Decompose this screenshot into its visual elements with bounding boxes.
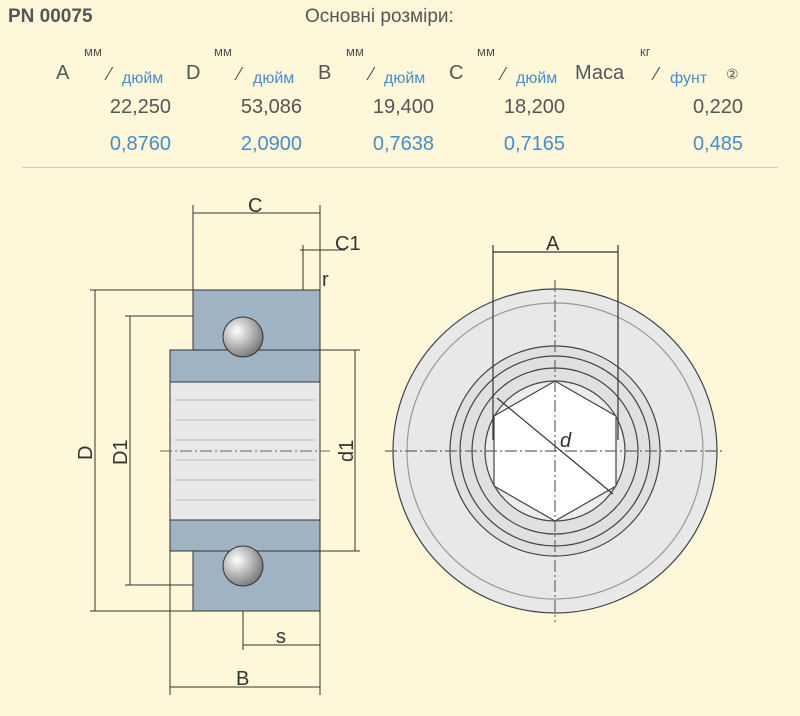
col-a-unit: мм	[84, 44, 102, 59]
label-d1-inner: d1	[336, 440, 358, 462]
label-d-bore: d	[560, 430, 572, 452]
dimension-lines	[90, 205, 360, 695]
col-mass-alt-unit: фунт	[670, 70, 708, 87]
col-d-label: D	[186, 62, 201, 84]
col-c-unit: мм	[477, 44, 495, 59]
col-b-label: B	[318, 62, 332, 84]
value-c-mm: 18,200	[503, 96, 565, 118]
col-a-alt-unit: дюйм	[122, 70, 164, 87]
front-view	[385, 245, 725, 622]
bearing-drawing: C C1 r D D1 d1 s B A d	[75, 195, 725, 695]
col-d-unit: мм	[214, 44, 232, 59]
section-view	[160, 289, 330, 612]
value-mass-kg: 0,220	[692, 96, 743, 118]
value-a-inch: 0,8760	[109, 133, 171, 155]
divider	[22, 167, 778, 168]
col-mass-label: Маса	[575, 62, 625, 84]
info-icon[interactable]: ②	[726, 66, 739, 82]
slash: ⁄	[502, 64, 506, 84]
col-a-label: A	[56, 62, 70, 84]
slash: ⁄	[238, 64, 242, 84]
col-mass-unit: кг	[640, 44, 651, 59]
value-mass-lb: 0,485	[692, 133, 743, 155]
label-b: B	[236, 668, 249, 690]
col-b-unit: мм	[346, 44, 364, 59]
slash: ⁄	[655, 64, 659, 84]
value-d-inch: 2,0900	[240, 133, 302, 155]
slash: ⁄	[108, 64, 112, 84]
slash: ⁄	[370, 64, 374, 84]
value-d-mm: 53,086	[240, 96, 302, 118]
col-d-alt-unit: дюйм	[253, 70, 295, 87]
label-d-outer: D	[75, 446, 97, 460]
value-c-inch: 0,7165	[503, 133, 565, 155]
label-a: A	[546, 233, 560, 255]
part-number: PN 00075	[8, 6, 93, 27]
col-c-label: C	[449, 62, 464, 84]
label-r: r	[322, 269, 329, 291]
value-b-mm: 19,400	[372, 96, 434, 118]
ball-bottom	[222, 545, 264, 587]
label-d1: D1	[110, 439, 132, 465]
label-c: C	[248, 195, 262, 217]
col-b-alt-unit: дюйм	[384, 70, 426, 87]
section-title: Основні розміри:	[305, 6, 454, 27]
value-b-inch: 0,7638	[372, 133, 434, 155]
label-s: s	[276, 626, 286, 648]
col-c-alt-unit: дюйм	[516, 70, 558, 87]
ball-top	[222, 316, 264, 358]
value-a-mm: 22,250	[109, 96, 171, 118]
label-c1: C1	[335, 233, 361, 255]
